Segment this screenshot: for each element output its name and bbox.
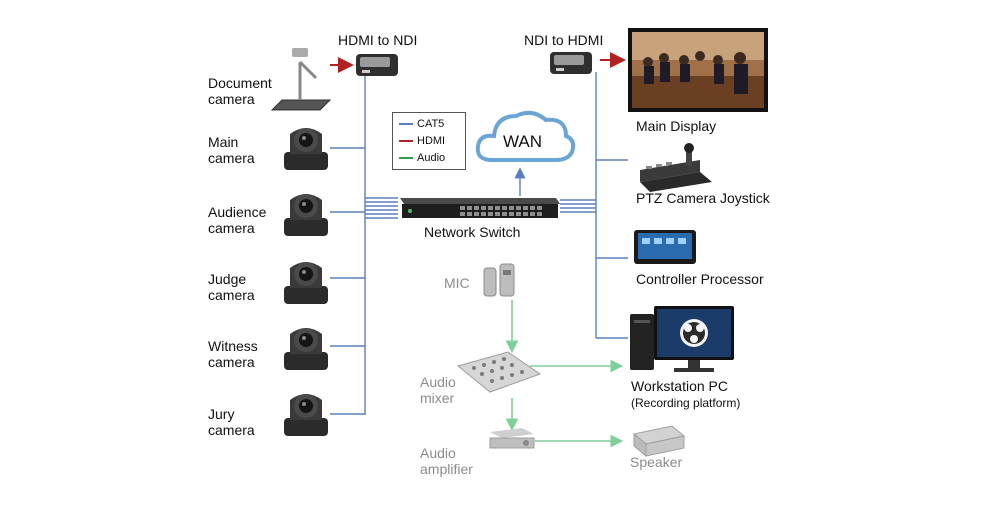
recording-platform-label: (Recording platform) — [631, 396, 741, 410]
legend-item-cat5: CAT5 — [399, 117, 444, 131]
audio-amplifier-label-line1: Audio — [420, 445, 456, 461]
legend-item-audio: Audio — [399, 151, 445, 165]
cat5-left-bus — [330, 72, 398, 415]
speaker-label: Speaker — [630, 454, 683, 470]
workstation-pc-label: Workstation PC — [631, 378, 728, 394]
wan-cloud-icon — [475, 110, 576, 162]
controller-processor-label: Controller Processor — [636, 271, 764, 287]
judge-camera-label-line2: camera — [208, 287, 255, 303]
audio-mixer-label-line2: mixer — [420, 390, 455, 406]
audience-camera-label: Audience camera — [208, 204, 266, 236]
ptz-joystick-label: PTZ Camera Joystick — [636, 190, 770, 206]
audience-camera-label-line1: Audience — [208, 204, 267, 220]
network-switch-icon — [400, 198, 560, 218]
audio-amplifier-label: Audio amplifier — [420, 445, 473, 477]
speaker-icon — [632, 425, 686, 458]
mic-label: MIC — [444, 275, 470, 291]
hdmi-to-ndi-label: HDMI to NDI — [338, 32, 418, 48]
network-switch-label: Network Switch — [424, 224, 521, 240]
audience-camera-label-line2: camera — [208, 220, 255, 236]
legend-label-hdmi: HDMI — [417, 135, 446, 147]
audience-camera-icon — [284, 194, 328, 236]
main-camera-label: Main camera — [208, 134, 255, 166]
ndi-to-hdmi-label: NDI to HDMI — [524, 32, 604, 48]
ndi-to-hdmi-decoder — [550, 52, 592, 74]
audio-mixer-label: Audio mixer — [420, 374, 456, 406]
legend-label-audio: Audio — [417, 152, 446, 164]
judge-camera-label: Judge camera — [208, 271, 255, 303]
judge-camera-label-line1: Judge — [208, 271, 247, 287]
mic-icon — [483, 263, 515, 297]
legend-swatch-hdmi — [399, 140, 413, 143]
audio-amplifier-icon — [489, 428, 535, 449]
wiring-legend: CAT5 HDMI Audio — [392, 112, 466, 170]
wan-label: WAN — [503, 132, 543, 151]
document-camera-icon — [270, 48, 332, 111]
hdmi-to-ndi-encoder — [356, 54, 398, 76]
main-camera-label-line1: Main — [208, 134, 239, 150]
legend-item-hdmi: HDMI — [399, 134, 445, 148]
legend-swatch-cat5 — [399, 123, 413, 126]
witness-camera-label-line1: Witness — [208, 338, 258, 354]
judge-camera-icon — [284, 262, 328, 304]
workstation-pc-icon — [630, 306, 734, 372]
legend-label-cat5: CAT5 — [417, 118, 445, 130]
main-display-label: Main Display — [636, 118, 717, 134]
document-camera-label-line2: camera — [208, 91, 255, 107]
jury-camera-label: Jury camera — [208, 406, 255, 438]
witness-camera-icon — [284, 328, 328, 370]
ptz-joystick-icon — [640, 143, 712, 192]
jury-camera-label-line2: camera — [208, 422, 255, 438]
document-camera-label-line1: Document — [208, 75, 272, 91]
main-display-icon — [628, 28, 768, 112]
audio-mixer-label-line1: Audio — [420, 374, 456, 390]
controller-processor-icon — [634, 230, 696, 264]
jury-camera-icon — [284, 394, 328, 436]
witness-camera-label-line2: camera — [208, 354, 255, 370]
jury-camera-label-line1: Jury — [208, 406, 235, 422]
cat5-right-bus — [560, 72, 628, 339]
audio-lines — [505, 300, 624, 448]
main-camera-label-line2: camera — [208, 150, 255, 166]
legend-swatch-audio — [399, 157, 413, 160]
audio-amplifier-label-line2: amplifier — [420, 461, 473, 477]
main-camera-icon — [284, 128, 328, 170]
document-camera-label: Document camera — [208, 75, 272, 107]
audio-mixer-icon — [456, 351, 542, 393]
witness-camera-label: Witness camera — [208, 338, 258, 370]
